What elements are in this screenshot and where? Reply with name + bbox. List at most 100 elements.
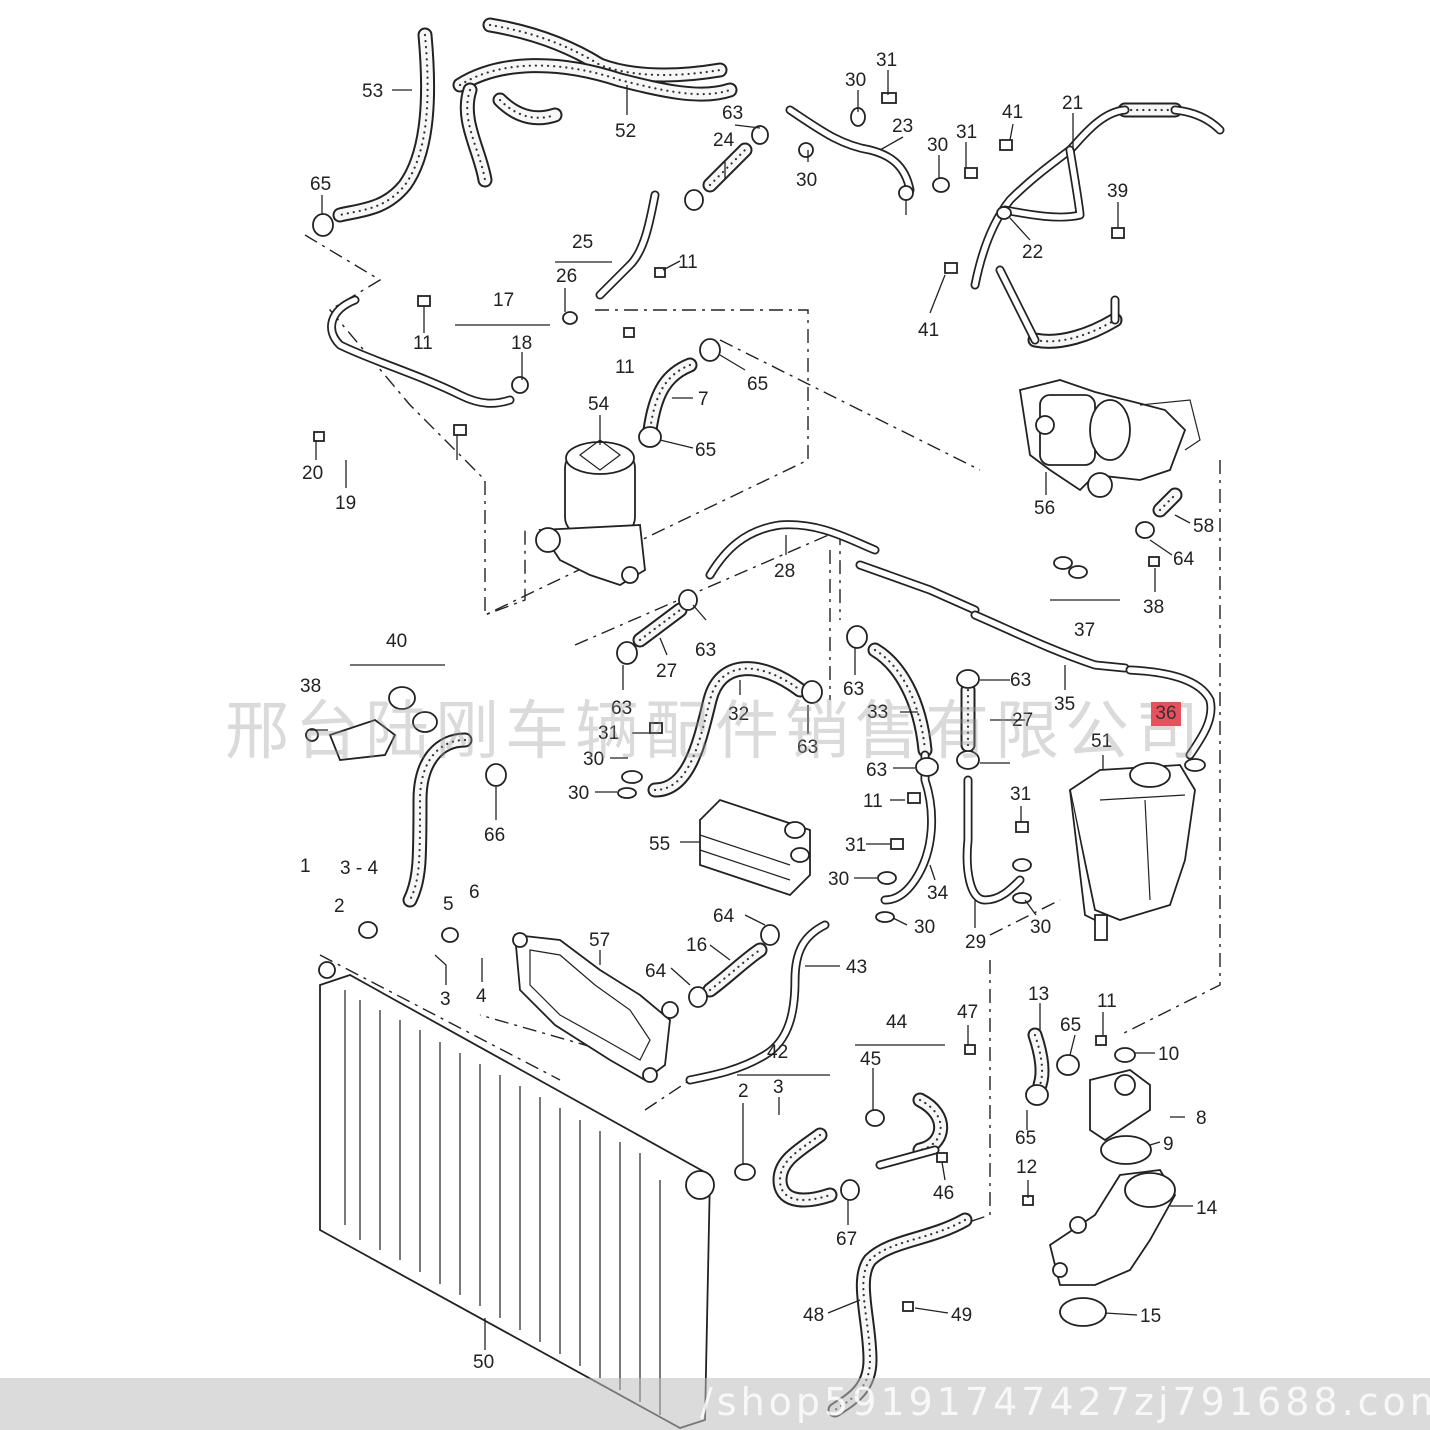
callout-22: 22 <box>1022 242 1043 263</box>
callout-14: 14 <box>1196 1198 1218 1219</box>
callout-63: 63 <box>1010 670 1031 691</box>
callout-2: 2 <box>334 896 345 917</box>
callout-11: 11 <box>1097 991 1117 1012</box>
callout-33: 33 <box>867 702 888 723</box>
callout-29: 29 <box>965 932 986 953</box>
callout-51: 51 <box>1091 731 1112 752</box>
callout-6: 6 <box>469 882 480 903</box>
callout-31: 31 <box>598 723 619 744</box>
callout-4: 4 <box>476 986 487 1007</box>
callout-17: 17 <box>493 290 514 311</box>
callout-26: 26 <box>556 266 577 287</box>
callout-30: 30 <box>796 170 817 191</box>
parts <box>305 92 1206 1429</box>
callout-19: 19 <box>335 493 356 514</box>
callout-38: 38 <box>300 676 321 697</box>
sender-unit-40 <box>305 686 438 761</box>
expansion-tank-51 <box>1068 758 1206 941</box>
callout-37: 37 <box>1074 620 1095 641</box>
callout-49: 49 <box>951 1305 972 1326</box>
callout-64: 64 <box>645 961 667 982</box>
callout-58: 58 <box>1193 516 1214 537</box>
callout-27: 27 <box>1012 710 1033 731</box>
callout-2: 2 <box>738 1081 749 1102</box>
callout-13: 13 <box>1028 984 1049 1005</box>
callout-30: 30 <box>1030 917 1051 938</box>
callout-65: 65 <box>695 440 716 461</box>
bottom-watermark-url: /shop59191747427zj791688.com <box>700 1380 1430 1424</box>
radiator-fins <box>359 1000 641 1402</box>
callout-46: 46 <box>933 1183 954 1204</box>
callout-3: 3 <box>440 989 451 1010</box>
thermostat-housing-14 <box>1048 1169 1177 1286</box>
callout-27: 27 <box>656 661 677 682</box>
callout-30: 30 <box>927 135 948 156</box>
callout-65: 65 <box>1015 1128 1036 1149</box>
callout-labels: 53 52 31 30 23 41 21 65 63 24 30 31 30 3… <box>300 50 1218 1373</box>
callout-53: 53 <box>362 81 383 102</box>
callout-63: 63 <box>611 698 632 719</box>
callout-18: 18 <box>511 333 532 354</box>
callout-31: 31 <box>956 122 977 143</box>
callout-63: 63 <box>866 760 887 781</box>
o-ring-seals <box>358 107 1152 1327</box>
callout-65: 65 <box>310 174 331 195</box>
callout-41: 41 <box>918 320 939 341</box>
hose-clamps <box>312 125 1155 1201</box>
callout-35: 35 <box>1054 694 1075 715</box>
callout-63: 63 <box>722 103 743 124</box>
oil-cooler-55 <box>699 798 811 897</box>
oil-filter-housing-54 <box>535 439 646 586</box>
callout-12: 12 <box>1016 1157 1037 1178</box>
callout-31: 31 <box>845 835 866 856</box>
callout-16: 16 <box>686 935 707 956</box>
callout-66: 66 <box>484 825 505 846</box>
callout-30: 30 <box>914 917 935 938</box>
callout-30: 30 <box>828 869 849 890</box>
callout-32: 32 <box>728 704 749 725</box>
callout-20: 20 <box>302 463 323 484</box>
callout-24: 24 <box>713 130 735 151</box>
callout-31: 31 <box>876 50 897 71</box>
callout-67: 67 <box>836 1229 857 1250</box>
bottom-watermark-band <box>0 1378 1430 1430</box>
hoses <box>332 17 1183 1418</box>
callout-50: 50 <box>473 1352 494 1373</box>
callout-31: 31 <box>1010 784 1031 805</box>
callout-30: 30 <box>845 70 866 91</box>
callout-43: 43 <box>846 957 867 978</box>
callout-11: 11 <box>615 357 635 378</box>
callout-34: 34 <box>927 883 949 904</box>
callout-41: 41 <box>1002 102 1023 123</box>
callout-55: 55 <box>649 834 670 855</box>
callout-7: 7 <box>698 389 709 410</box>
callout-9: 9 <box>1163 1134 1174 1155</box>
assembly-boundary-lines <box>304 234 1221 1226</box>
egr-cooler-56 <box>1018 379 1201 498</box>
callout-63: 63 <box>797 737 818 758</box>
callout-64: 64 <box>713 906 735 927</box>
highlight-marker <box>1151 702 1181 726</box>
callout-21: 21 <box>1062 93 1083 114</box>
callout-56: 56 <box>1034 498 1055 519</box>
pump-housing-57 <box>512 932 679 1083</box>
callout-1: 1 <box>300 856 311 877</box>
callout-11: 11 <box>863 791 883 812</box>
highlighted-callout-36: 36 <box>1155 703 1177 724</box>
callout-39: 39 <box>1107 181 1128 202</box>
callout-47: 47 <box>957 1002 978 1023</box>
callout-63: 63 <box>695 640 716 661</box>
pipes <box>327 105 1225 1170</box>
callout-63: 63 <box>843 679 864 700</box>
callout-54: 54 <box>588 394 610 415</box>
callout-65: 65 <box>1060 1015 1081 1036</box>
callout-11: 11 <box>413 333 433 354</box>
callout-48: 48 <box>803 1305 824 1326</box>
callout-40: 40 <box>386 631 407 652</box>
callout-25: 25 <box>572 232 593 253</box>
callout-38: 38 <box>1143 597 1164 618</box>
callout-44: 44 <box>886 1012 908 1033</box>
coolant-flange-8 <box>1089 1069 1151 1142</box>
leader-lines <box>310 70 1193 1350</box>
